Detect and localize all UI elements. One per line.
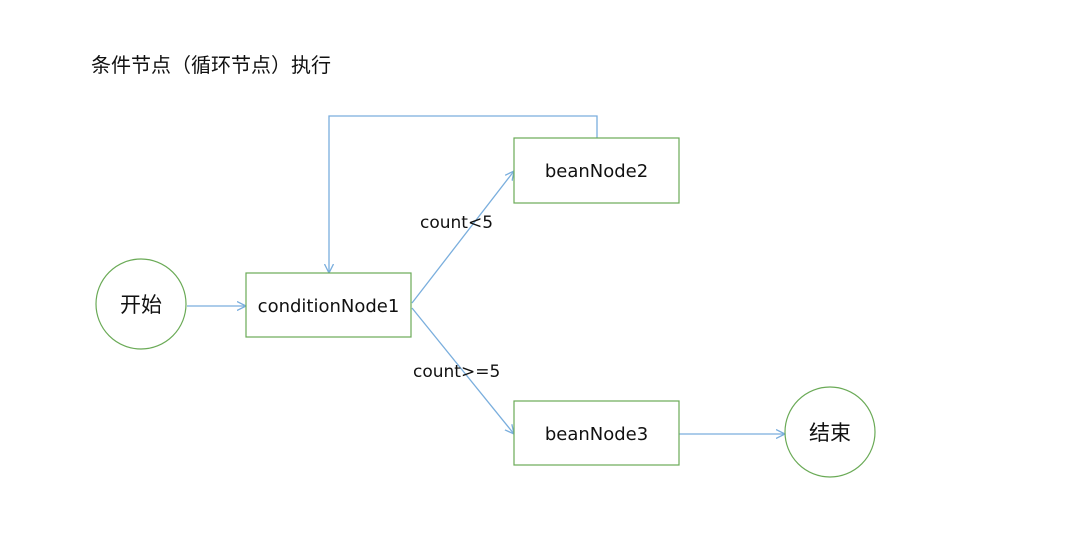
bean-node-2: beanNode2	[513, 137, 680, 204]
start-node-label: 开始	[120, 293, 162, 317]
bean-node-2-label: beanNode2	[545, 161, 648, 182]
bean-node-3: beanNode3	[513, 400, 680, 466]
condition-node-label: conditionNode1	[258, 296, 400, 317]
diagram-title: 条件节点（循环节点）执行	[91, 53, 331, 77]
edge-condition-to-bean3	[411, 307, 514, 434]
edge-label-count-lt-5: count<5	[420, 213, 493, 233]
bean-node-3-label: beanNode3	[545, 424, 648, 445]
edge-condition-to-bean2	[411, 171, 514, 304]
end-node: 结束	[784, 386, 876, 478]
edge-bean2-loop-back	[329, 115, 598, 273]
edge-label-count-gte-5: count>=5	[413, 362, 500, 382]
end-node-label: 结束	[809, 421, 851, 445]
start-node: 开始	[95, 258, 187, 350]
condition-node: conditionNode1	[245, 272, 412, 338]
